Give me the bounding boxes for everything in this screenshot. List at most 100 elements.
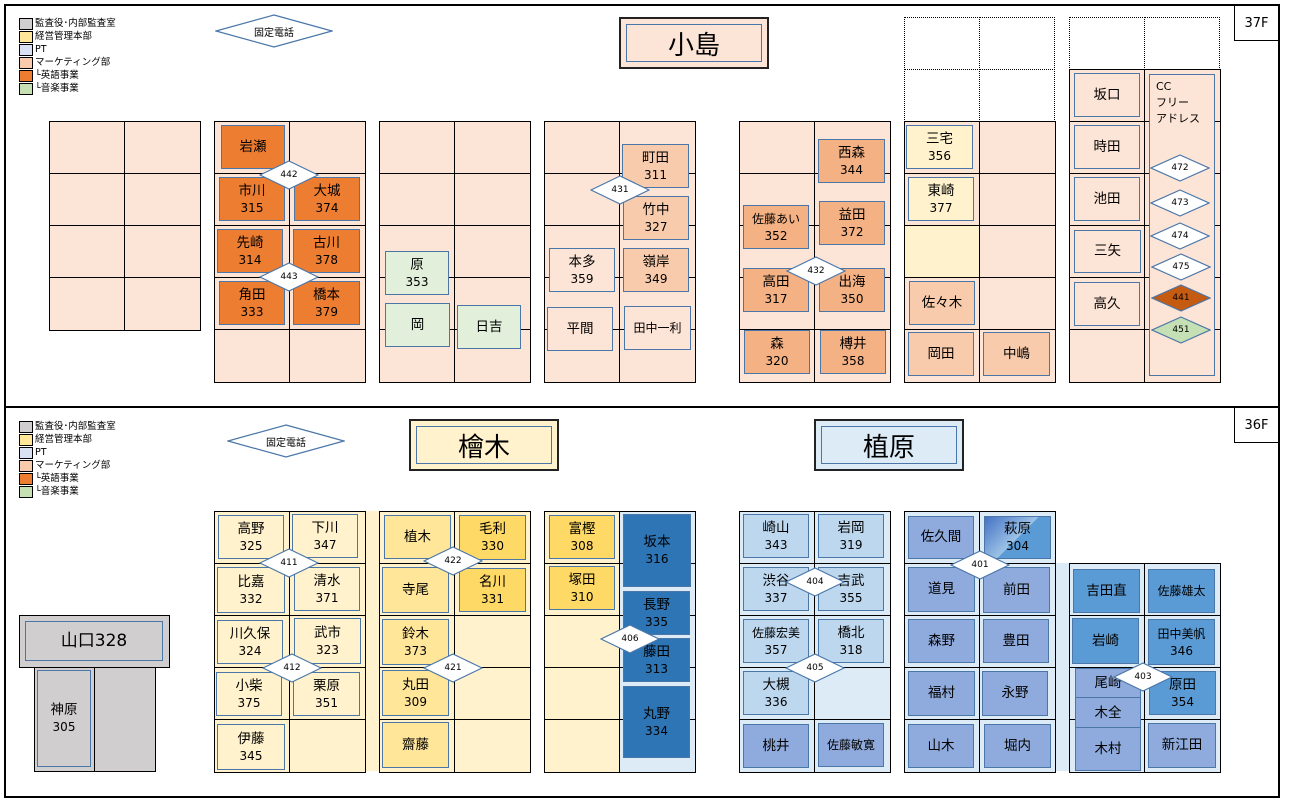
phone-diamond[interactable]: 443 — [259, 262, 319, 292]
desk[interactable]: 道見 — [908, 567, 975, 612]
desk[interactable]: 寺尾 — [382, 567, 449, 613]
desk[interactable]: 山木 — [908, 724, 974, 768]
desk[interactable]: 平間 — [547, 307, 613, 351]
desk[interactable]: 三矢 — [1074, 230, 1141, 273]
desk[interactable]: 山口328 — [25, 621, 163, 661]
desk[interactable]: 時田 — [1074, 125, 1140, 169]
desk[interactable]: 堀内 — [984, 724, 1051, 768]
desk[interactable]: 岡田 — [908, 332, 974, 376]
desk[interactable]: 豊田 — [983, 619, 1049, 663]
desk[interactable]: 森野 — [908, 619, 975, 663]
desk[interactable]: 佐藤雄太 — [1148, 569, 1215, 613]
phone-diamond[interactable]: 442 — [259, 160, 319, 190]
phone-diamond[interactable]: 404 — [785, 567, 845, 597]
desk[interactable]: 佐久間 — [908, 516, 974, 559]
phone-diamond[interactable]: 401 — [950, 550, 1010, 580]
phone-diamond[interactable]: 474 — [1150, 222, 1210, 250]
desk[interactable]: 日吉 — [457, 305, 521, 349]
phone-diamond[interactable]: 421 — [423, 653, 483, 683]
desk[interactable]: 佐藤敏寛 — [818, 723, 884, 767]
desk[interactable]: 中嶋 — [983, 332, 1050, 376]
desk[interactable]: 桃井 — [743, 724, 809, 768]
desk[interactable]: 岩瀬 — [221, 125, 285, 169]
phone-diamond[interactable]: 412 — [262, 653, 322, 683]
desk[interactable]: 岩崎 — [1072, 618, 1139, 664]
desk[interactable]: 永野 — [982, 671, 1048, 716]
desk[interactable]: 木村 — [1075, 727, 1141, 771]
fixed-phone-icon[interactable]: 固定電話 — [215, 14, 333, 48]
phone-diamond[interactable]: 432 — [786, 256, 846, 286]
desk[interactable]: 前田 — [983, 567, 1050, 613]
phone-diamond[interactable]: 403 — [1113, 662, 1173, 692]
phone-diamond[interactable]: 475 — [1151, 253, 1211, 281]
phone-diamond[interactable]: 451 — [1151, 316, 1211, 344]
desk[interactable]: 佐々木 — [909, 281, 975, 325]
phone-diamond[interactable]: 411 — [259, 548, 319, 578]
desk[interactable]: 木全 — [1075, 697, 1141, 729]
desk[interactable]: 福村 — [908, 671, 975, 716]
phone-diamond[interactable]: 405 — [785, 653, 845, 683]
desk[interactable]: 高久 — [1074, 282, 1140, 326]
desk[interactable]: 齋藤 — [382, 722, 449, 768]
desk[interactable]: 田中一利 — [624, 306, 691, 350]
phone-diamond[interactable]: 472 — [1150, 154, 1210, 182]
phone-diamond[interactable]: 431 — [590, 175, 650, 205]
desk[interactable]: 坂口 — [1074, 73, 1140, 117]
phone-diamond[interactable]: 473 — [1150, 189, 1210, 217]
phone-diamond[interactable]: 406 — [600, 624, 660, 654]
desk[interactable]: 植木 — [384, 515, 451, 559]
phone-diamond[interactable]: 441 — [1151, 284, 1211, 312]
phone-diamond[interactable]: 422 — [423, 546, 483, 576]
fixed-phone-icon[interactable]: 固定電話 — [227, 424, 345, 458]
desk[interactable]: 岡 — [385, 303, 450, 347]
desk[interactable]: 吉田直 — [1073, 569, 1140, 613]
desk[interactable]: 池田 — [1074, 177, 1140, 221]
